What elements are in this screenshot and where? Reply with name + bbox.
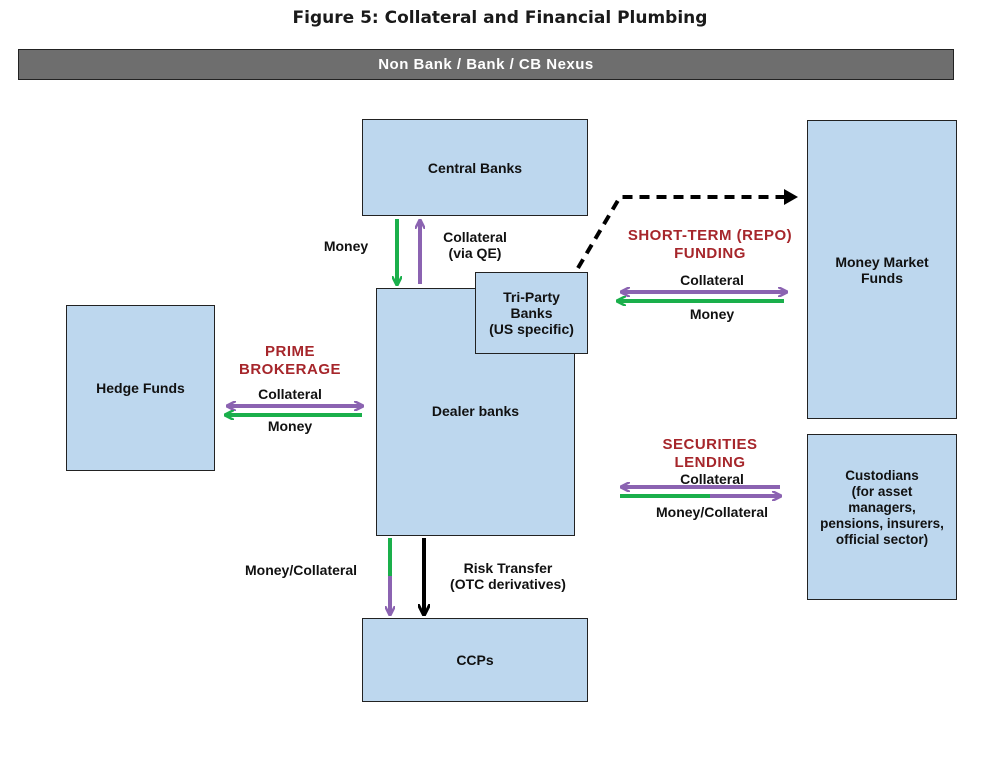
repo-money-label: Money [689,306,735,322]
nexus-banner: Non Bank / Bank / CB Nexus [18,49,954,80]
pb-collateral-label: Collateral [258,386,322,402]
sl-collateral-label: Collateral [680,471,744,487]
tri-party-dashed-link [576,195,790,270]
pb-money-label: Money [267,418,313,434]
ccp-money-collateral-label: Money/Collateral [244,562,358,578]
repo-funding-label: SHORT-TERM (REPO) FUNDING [627,227,793,262]
money-market-funds-box: Money Market Funds [807,120,957,419]
repo-collateral-label: Collateral [680,272,744,288]
central-banks-box: Central Banks [362,119,588,216]
tri-party-banks-box: Tri-Party Banks (US specific) [475,272,588,354]
risk-transfer-label: Risk Transfer (OTC derivatives) [450,560,566,592]
hedge-funds-box: Hedge Funds [66,305,215,471]
prime-brokerage-label: PRIME BROKERAGE [238,343,341,378]
cb-money-label: Money [323,238,369,254]
custodians-box: Custodians (for asset managers, pensions… [807,434,957,600]
ccps-box: CCPs [362,618,588,702]
sl-money-collateral-label: Money/Collateral [655,504,769,520]
figure-title: Figure 5: Collateral and Financial Plumb… [292,8,708,28]
cb-collateral-label: Collateral (via QE) [443,229,507,261]
securities-lending-label: SECURITIES LENDING [662,436,758,471]
